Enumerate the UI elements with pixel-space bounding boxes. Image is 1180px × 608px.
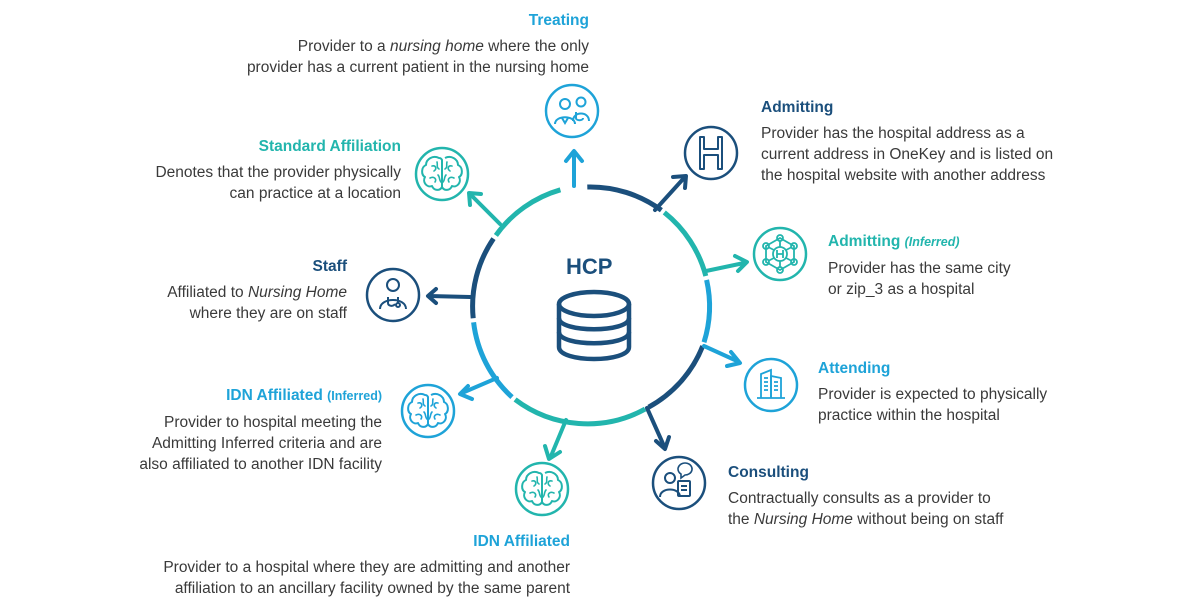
idn-inferred-title: IDN Affiliated (Inferred)	[139, 385, 382, 407]
admitting-block: Admitting Provider has the hospital addr…	[761, 97, 1053, 186]
arrow-treating	[564, 149, 584, 188]
treating-description: Provider to a nursing home where the onl…	[247, 36, 589, 78]
attending-line: Provider is expected to physically	[818, 386, 1048, 403]
idn-affiliated-description: Provider to a hospital where they are ad…	[163, 557, 570, 599]
brain-icon	[414, 146, 470, 202]
hospital-h-icon	[683, 125, 739, 181]
treating-text-a: Provider to a	[297, 38, 390, 55]
standard-affiliation-line: can practice at a location	[229, 185, 401, 202]
arrow-idn-inferred	[458, 376, 499, 401]
building-icon	[743, 357, 799, 413]
ring-segment-idn-inferred	[471, 322, 514, 399]
staff-title: Staff	[312, 258, 347, 275]
consulting-title: Consulting	[728, 464, 809, 481]
ring	[470, 184, 713, 427]
attending-title: Attending	[818, 360, 891, 377]
treating-title: Treating	[528, 12, 589, 29]
treating-text-line2: provider has a current patient in the nu…	[246, 59, 589, 76]
ring-segment-consulting	[647, 345, 706, 410]
staff-block: Staff Affiliated to Nursing Home where t…	[167, 256, 347, 324]
admitting-inferred-line: or zip_3 as a hospital	[828, 281, 975, 298]
staff-text-em: Nursing Home	[247, 284, 347, 301]
consulting-text-b: without being on staff	[852, 511, 1004, 528]
arrow-admitting	[653, 174, 688, 212]
admitting-description: Provider has the hospital address as a c…	[761, 123, 1053, 186]
arrows	[426, 149, 749, 461]
consulting-description: Contractually consults as a provider to …	[728, 488, 1003, 530]
standard-affiliation-description: Denotes that the provider physically can…	[155, 162, 401, 204]
admitting-inferred-title-text: Admitting	[828, 233, 901, 250]
database-icon	[556, 289, 632, 362]
admitting-inferred-line: Provider has the same city	[828, 260, 1011, 277]
admitting-inferred-block: Admitting (Inferred) Provider has the sa…	[828, 231, 1011, 300]
standard-affiliation-block: Standard Affiliation Denotes that the pr…	[155, 136, 401, 204]
arrow-attending	[702, 344, 742, 368]
admitting-inferred-title: Admitting (Inferred)	[828, 231, 1011, 253]
consulting-block: Consulting Contractually consults as a p…	[728, 462, 1003, 530]
consulting-text-a: the	[728, 511, 754, 528]
arrow-idn-affiliated	[543, 418, 568, 461]
inferred-suffix: (Inferred)	[327, 389, 382, 403]
arrow-standard	[467, 191, 502, 226]
admitting-line: Provider has the hospital address as a	[761, 125, 1025, 142]
consulting-line: Contractually consults as a provider to	[728, 490, 991, 507]
idn-inferred-line: Admitting Inferred criteria and are	[151, 435, 382, 452]
admitting-line: current address in OneKey and is listed …	[761, 146, 1054, 163]
admitting-line: the hospital website with another addres…	[761, 167, 1046, 184]
idn-inferred-line: Provider to hospital meeting the	[164, 414, 382, 431]
arrow-admitting-inferred	[704, 254, 749, 273]
inferred-suffix: (Inferred)	[904, 235, 960, 249]
hospital-network-icon	[752, 226, 808, 282]
ring-segment-idn-affiliated	[513, 397, 647, 427]
idn-inferred-description: Provider to hospital meeting the Admitti…	[139, 412, 382, 475]
staff-text-a: Affiliated to	[167, 284, 248, 301]
standard-affiliation-line: Denotes that the provider physically	[155, 164, 401, 181]
treating-text-b: where the only	[483, 38, 589, 55]
treating-block: Treating Provider to a nursing home wher…	[247, 10, 589, 78]
idn-affiliated-block: IDN Affiliated Provider to a hospital wh…	[163, 531, 570, 599]
arrow-staff	[426, 287, 472, 305]
doctor-patient-icon	[544, 83, 600, 139]
idn-affiliated-line: Provider to a hospital where they are ad…	[163, 559, 570, 576]
ring-segment-admitting-inferred	[662, 210, 709, 277]
idn-inferred-title-text: IDN Affiliated	[226, 387, 323, 404]
attending-line: practice within the hospital	[818, 407, 1000, 424]
arrow-consulting	[645, 406, 671, 451]
idn-affiliated-title: IDN Affiliated	[473, 533, 570, 550]
admitting-inferred-description: Provider has the same city or zip_3 as a…	[828, 258, 1011, 300]
consulting-text-em: Nursing Home	[753, 511, 853, 528]
staff-description: Affiliated to Nursing Home where they ar…	[167, 282, 347, 324]
idn-inferred-line: also affiliated to another IDN facility	[139, 456, 382, 473]
ring-segment-admitting	[587, 184, 663, 213]
idn-affiliated-line: affiliation to an ancillary facility own…	[174, 580, 570, 597]
center-label: HCP	[566, 254, 613, 279]
ring-segment-standard	[493, 187, 562, 237]
staff-line: where they are on staff	[189, 305, 347, 322]
admitting-title: Admitting	[761, 99, 834, 116]
brain-icon	[514, 461, 570, 517]
idn-inferred-block: IDN Affiliated (Inferred) Provider to ho…	[139, 385, 382, 475]
doctor-stethoscope-icon	[365, 267, 421, 323]
brain-icon	[400, 383, 456, 439]
ring-segment-attending	[701, 279, 713, 344]
attending-block: Attending Provider is expected to physic…	[818, 358, 1047, 426]
treating-text-em: nursing home	[389, 38, 484, 55]
ring-segment-staff	[470, 237, 496, 319]
consultant-clipboard-icon	[651, 455, 707, 511]
attending-description: Provider is expected to physically pract…	[818, 384, 1047, 426]
standard-affiliation-title: Standard Affiliation	[258, 138, 401, 155]
